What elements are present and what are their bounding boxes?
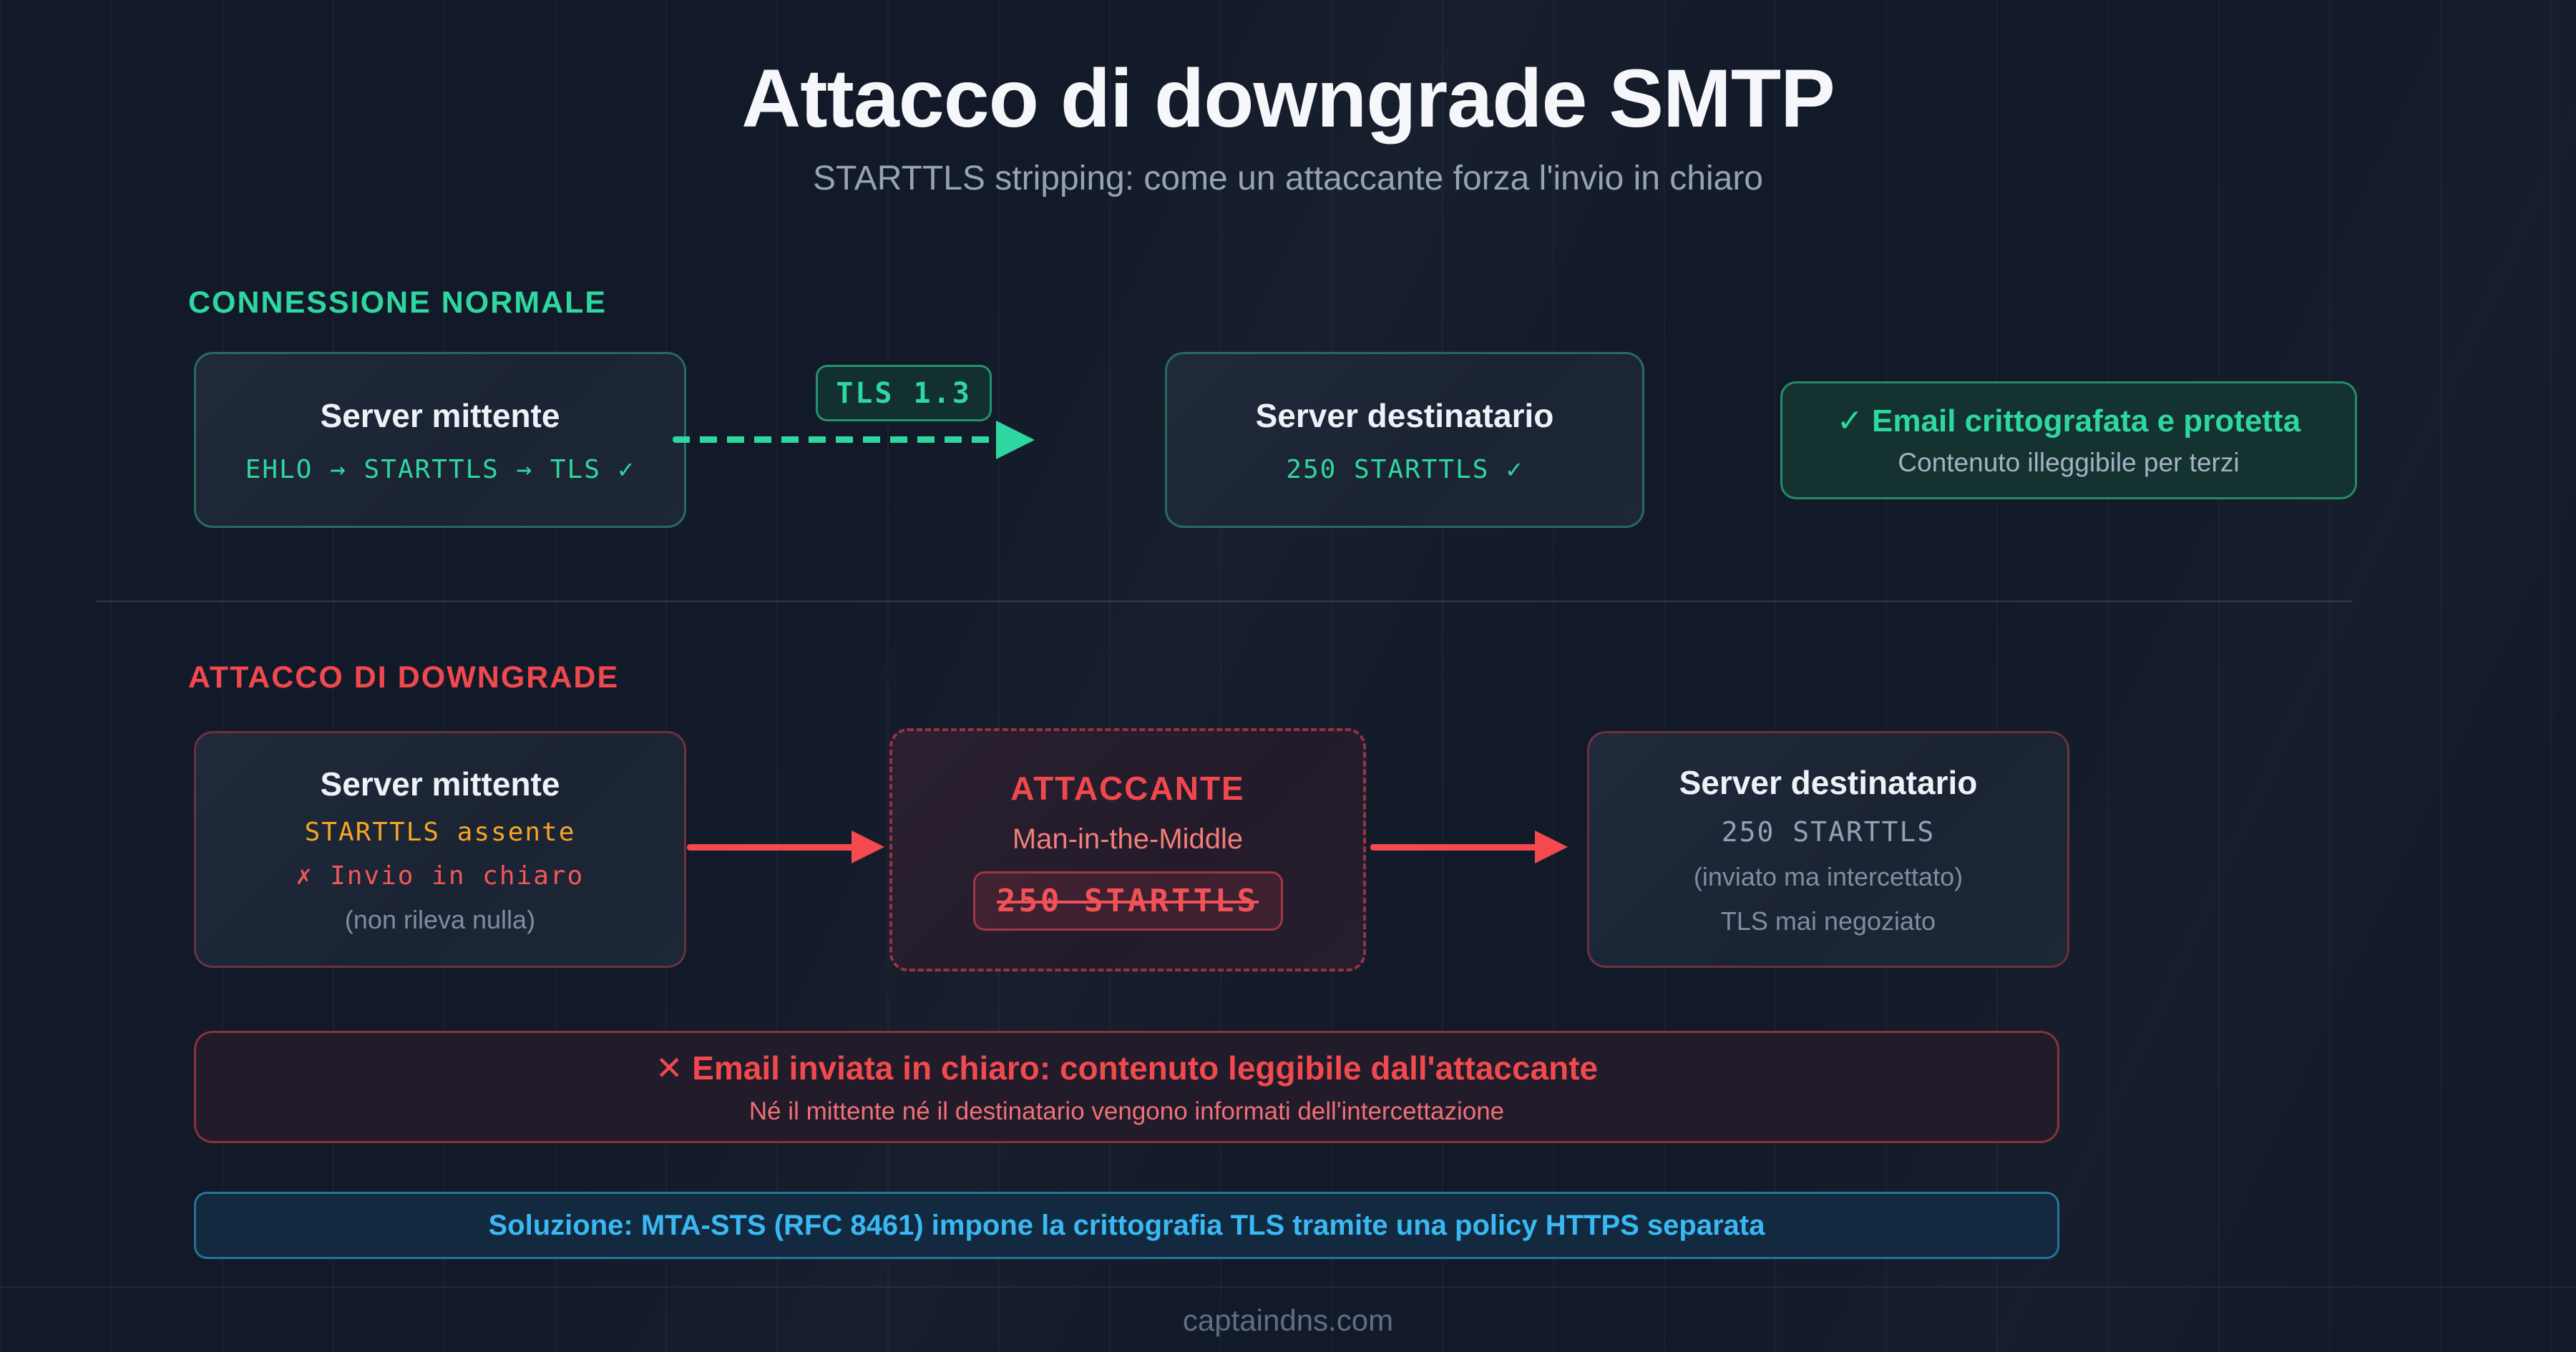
- sender-note: (non rileva nulla): [344, 904, 536, 934]
- page-subtitle: STARTTLS stripping: come un attaccante f…: [813, 160, 1763, 197]
- receiver-note-2: TLS mai negoziato: [1720, 906, 1936, 936]
- footer: captaindns.com: [0, 1286, 2576, 1352]
- secure-result-title: ✓ Email crittografata e protetta: [1837, 403, 2301, 439]
- page-title: Attacco di downgrade SMTP: [741, 53, 1835, 144]
- node-receiver-normal: Server destinatario 250 STARTTLS ✓: [1165, 352, 1644, 528]
- attacker-title: ATTACCANTE: [1010, 770, 1245, 807]
- attacker-box: ATTACCANTE Man-in-the-Middle 250 STARTTL…: [889, 728, 1366, 971]
- starttls-missing-code: STARTTLS assente: [304, 817, 576, 847]
- node-receiver-attack: Server destinatario 250 STARTTLS (inviat…: [1587, 731, 2069, 968]
- stripped-starttls-badge: 250 STARTTLS: [972, 871, 1283, 931]
- node-title: Server destinatario: [1255, 396, 1554, 434]
- attack-arrow-right-line: [1370, 844, 1538, 851]
- plaintext-alert-box: ✕ Email inviata in chiaro: contenuto leg…: [194, 1031, 2059, 1143]
- node-sender-normal: Server mittente EHLO → STARTTLS → TLS ✓: [194, 352, 686, 528]
- secure-result-box: ✓ Email crittografata e protetta Contenu…: [1780, 381, 2357, 499]
- smtp-handshake-code: EHLO → STARTTLS → TLS ✓: [245, 454, 635, 484]
- alert-title: ✕ Email inviata in chiaro: contenuto leg…: [655, 1049, 1598, 1087]
- solution-box: Soluzione: MTA-STS (RFC 8461) impone la …: [194, 1192, 2059, 1259]
- alert-title-text: Email inviata in chiaro: contenuto leggi…: [692, 1049, 1599, 1087]
- attack-arrow-left-head-icon: [852, 831, 884, 863]
- node-title: Server destinatario: [1679, 763, 1978, 801]
- attacker-subtitle: Man-in-the-Middle: [1012, 823, 1244, 855]
- solution-text: Soluzione: MTA-STS (RFC 8461) impone la …: [488, 1209, 1765, 1241]
- smtp-response-code: 250 STARTTLS ✓: [1286, 454, 1523, 484]
- secure-result-title-text: Email crittografata e protetta: [1872, 403, 2301, 439]
- attack-arrow-left-line: [687, 844, 854, 851]
- smtp-response-code: 250 STARTTLS: [1721, 815, 1936, 848]
- node-sender-attack: Server mittente STARTTLS assente ✗ Invio…: [194, 731, 686, 968]
- node-title: Server mittente: [320, 765, 560, 803]
- node-title: Server mittente: [320, 396, 560, 434]
- alert-subtitle: Né il mittente né il destinatario vengon…: [748, 1097, 1505, 1125]
- section-divider: [97, 600, 2352, 602]
- tls-arrow-head-icon: [996, 421, 1035, 459]
- x-icon: ✕: [655, 1048, 683, 1087]
- section-label-attack: ATTACCO DI DOWNGRADE: [188, 660, 620, 695]
- footer-domain: captaindns.com: [1182, 1303, 1394, 1337]
- secure-result-subtitle: Contenuto illeggibile per terzi: [1898, 448, 2240, 477]
- tls-version-badge: TLS 1.3: [816, 365, 992, 421]
- section-label-normal: CONNESSIONE NORMALE: [188, 285, 608, 320]
- tls-arrow-line: [673, 436, 996, 443]
- check-icon: ✓: [1836, 403, 1863, 439]
- plaintext-send-code: ✗ Invio in chiaro: [296, 861, 585, 891]
- attack-arrow-right-head-icon: [1535, 831, 1568, 863]
- receiver-note-1: (inviato ma intercettato): [1693, 861, 1963, 891]
